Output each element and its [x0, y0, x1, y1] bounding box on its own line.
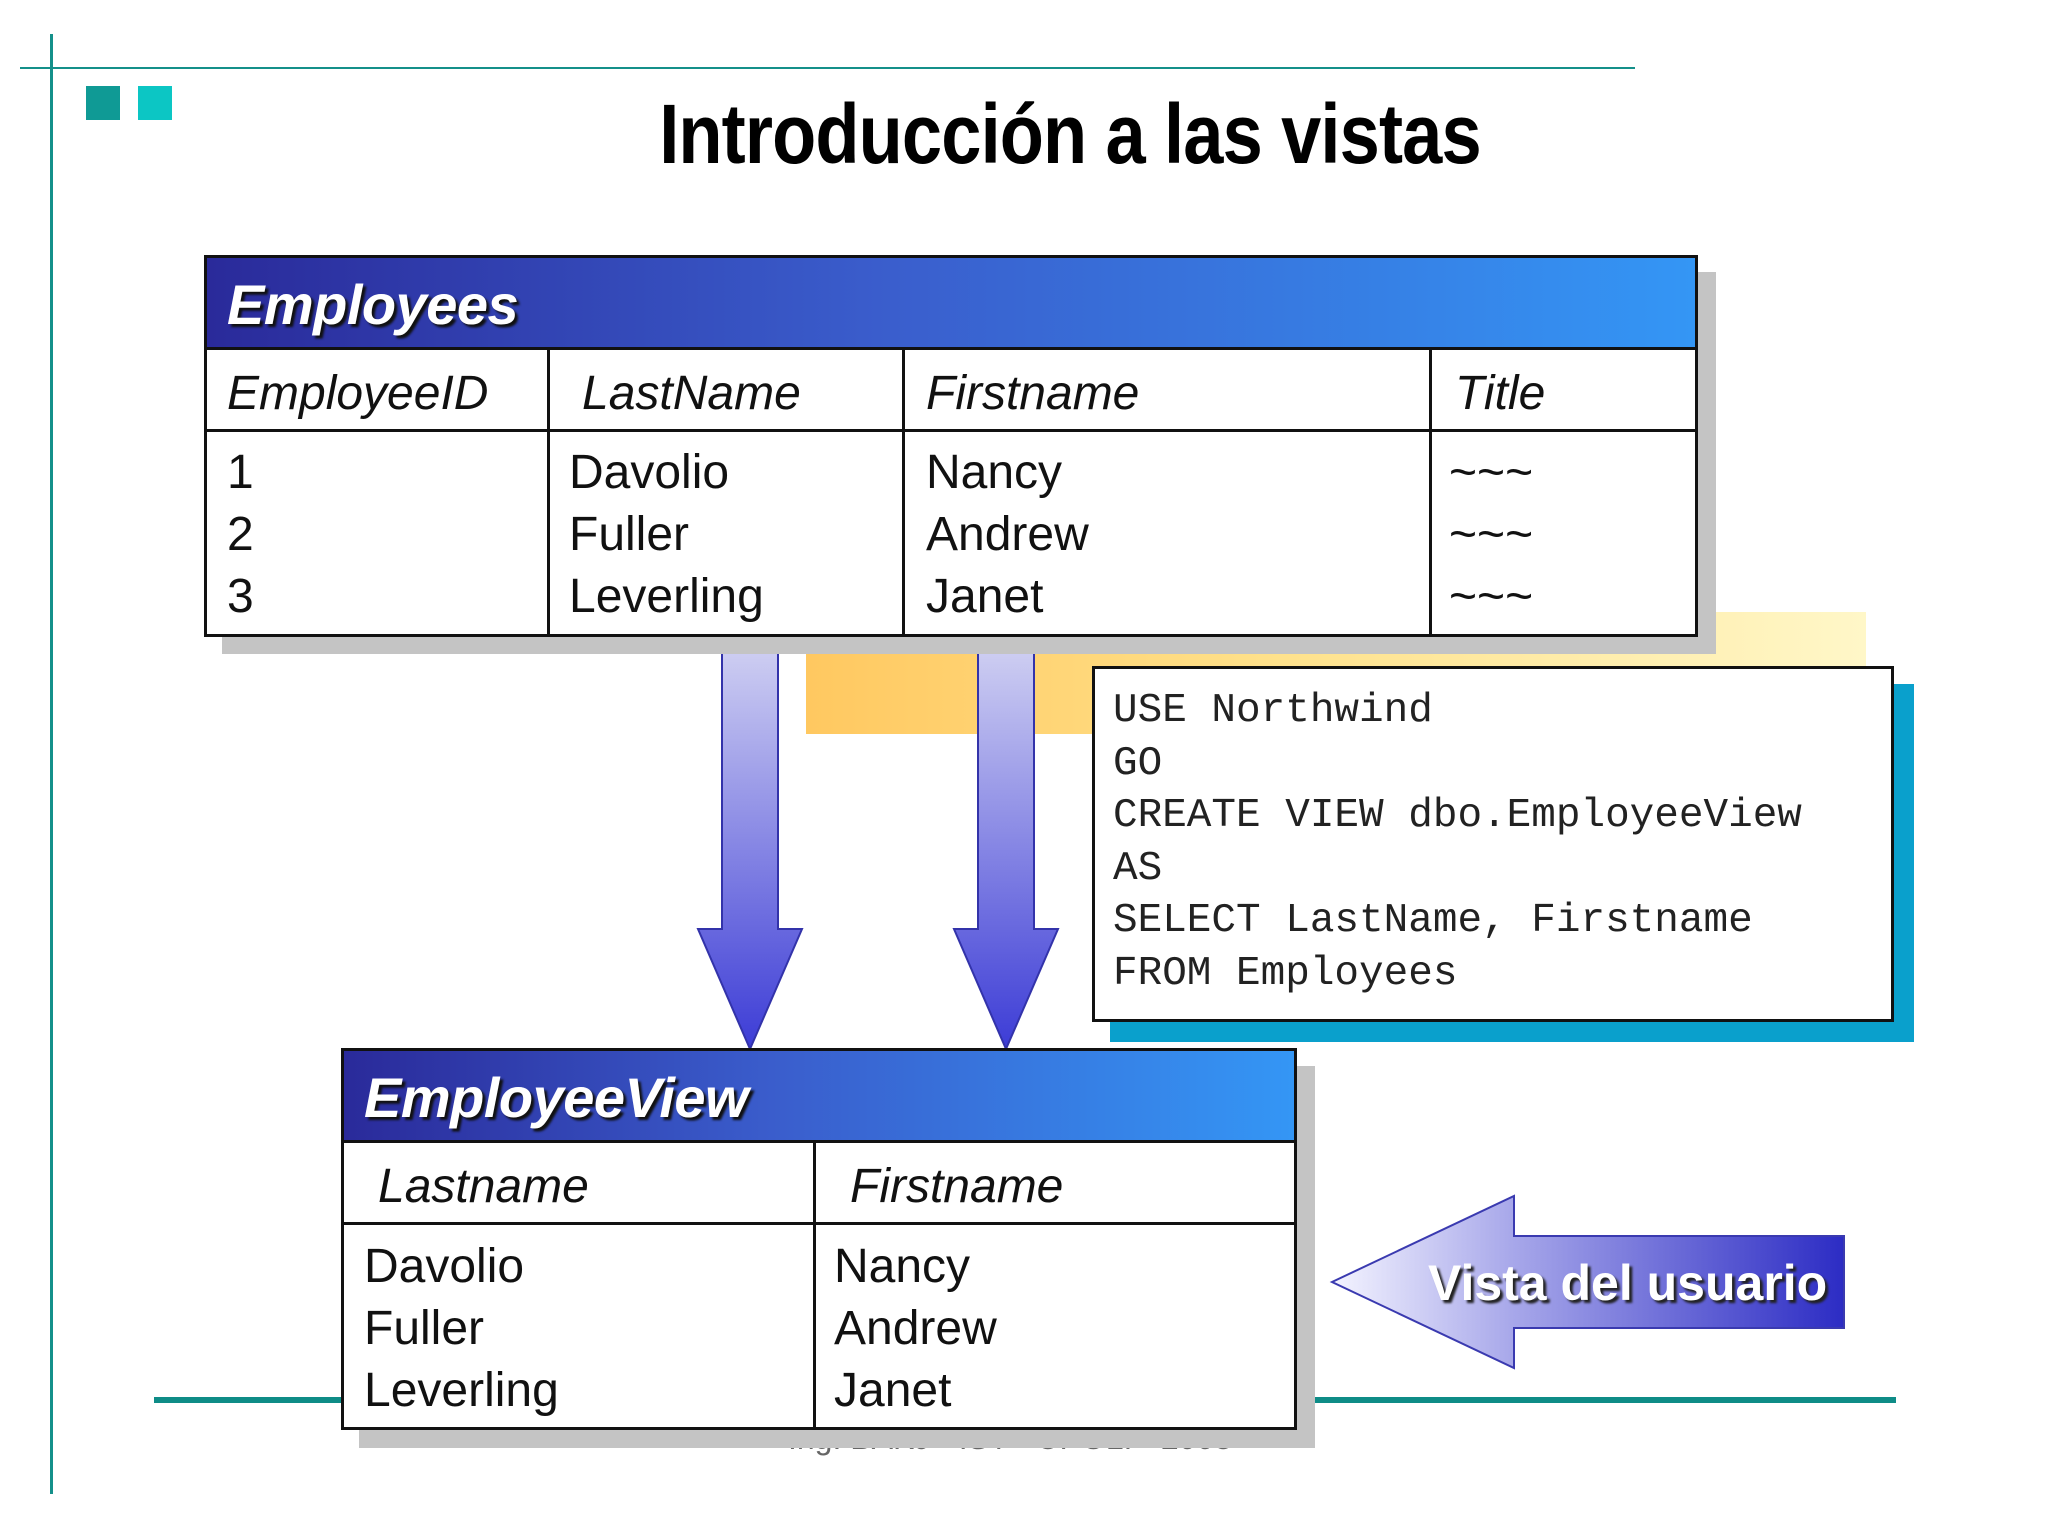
employeeview-table: EmployeeView Lastname Firstname Davolio … [341, 1048, 1297, 1430]
view-table-header: EmployeeView [344, 1051, 1294, 1143]
slide-title: Introducción a las vistas [659, 87, 1481, 181]
code-line: GO [1113, 740, 1163, 787]
cell-lastname: Davolio [569, 446, 730, 499]
column-header-employeeid: EmployeeID [227, 367, 489, 420]
column-header-firstname: Firstname [926, 367, 1140, 420]
code-line: AS [1113, 845, 1163, 892]
cell-lastname: Leverling [364, 1364, 559, 1417]
code-line: USE Northwind [1113, 688, 1433, 734]
column-header-lastname: LastName [582, 367, 801, 420]
column-divider [813, 1143, 816, 1427]
sql-code-box: USE Northwind GO CREATE VIEW dbo.Employe… [1092, 666, 1894, 1022]
column-header-firstname: Firstname [850, 1160, 1064, 1213]
cell-employeeid: 3 [227, 570, 254, 623]
cell-firstname: Janet [926, 570, 1044, 623]
top-accent-line [20, 67, 1635, 69]
column-header-lastname: Lastname [378, 1160, 589, 1213]
column-divider [547, 350, 550, 634]
accent-square-dark [86, 86, 120, 120]
employees-table-header: Employees [207, 258, 1695, 350]
user-view-arrow [1329, 1194, 1845, 1370]
down-arrow-lastname [696, 646, 804, 1052]
column-divider [902, 350, 905, 634]
employees-table-title: Employees [227, 273, 519, 336]
code-line: CREATE VIEW dbo.EmployeeView [1113, 793, 1802, 839]
view-table-title: EmployeeView [364, 1066, 749, 1129]
cell-title: ~~~ [1449, 446, 1534, 499]
column-header-title: Title [1455, 367, 1546, 420]
cell-lastname: Leverling [569, 570, 764, 623]
cell-firstname: Andrew [926, 508, 1089, 561]
cell-title: ~~~ [1449, 570, 1534, 623]
code-line: FROM Employees [1113, 950, 1458, 997]
cell-firstname: Andrew [834, 1302, 997, 1355]
cell-employeeid: 2 [227, 508, 254, 561]
cell-firstname: Janet [834, 1364, 952, 1417]
cell-title: ~~~ [1449, 508, 1534, 561]
employees-table: Employees EmployeeID LastName Firstname … [204, 255, 1698, 637]
cell-firstname: Nancy [926, 446, 1063, 499]
cell-lastname: Fuller [569, 508, 690, 561]
down-arrow-firstname [952, 646, 1060, 1052]
user-view-label: Vista del usuario [1428, 1255, 1828, 1311]
code-line: SELECT LastName, Firstname [1113, 898, 1753, 944]
cell-firstname: Nancy [834, 1240, 971, 1293]
down-arrows [696, 646, 1060, 1052]
cell-employeeid: 1 [227, 446, 254, 499]
left-accent-line [50, 34, 53, 1494]
cell-lastname: Davolio [364, 1240, 525, 1293]
cell-lastname: Fuller [364, 1302, 485, 1355]
column-divider [1429, 350, 1432, 634]
header-divider [207, 429, 1695, 432]
accent-square-light [138, 86, 172, 120]
header-divider [344, 1222, 1294, 1225]
